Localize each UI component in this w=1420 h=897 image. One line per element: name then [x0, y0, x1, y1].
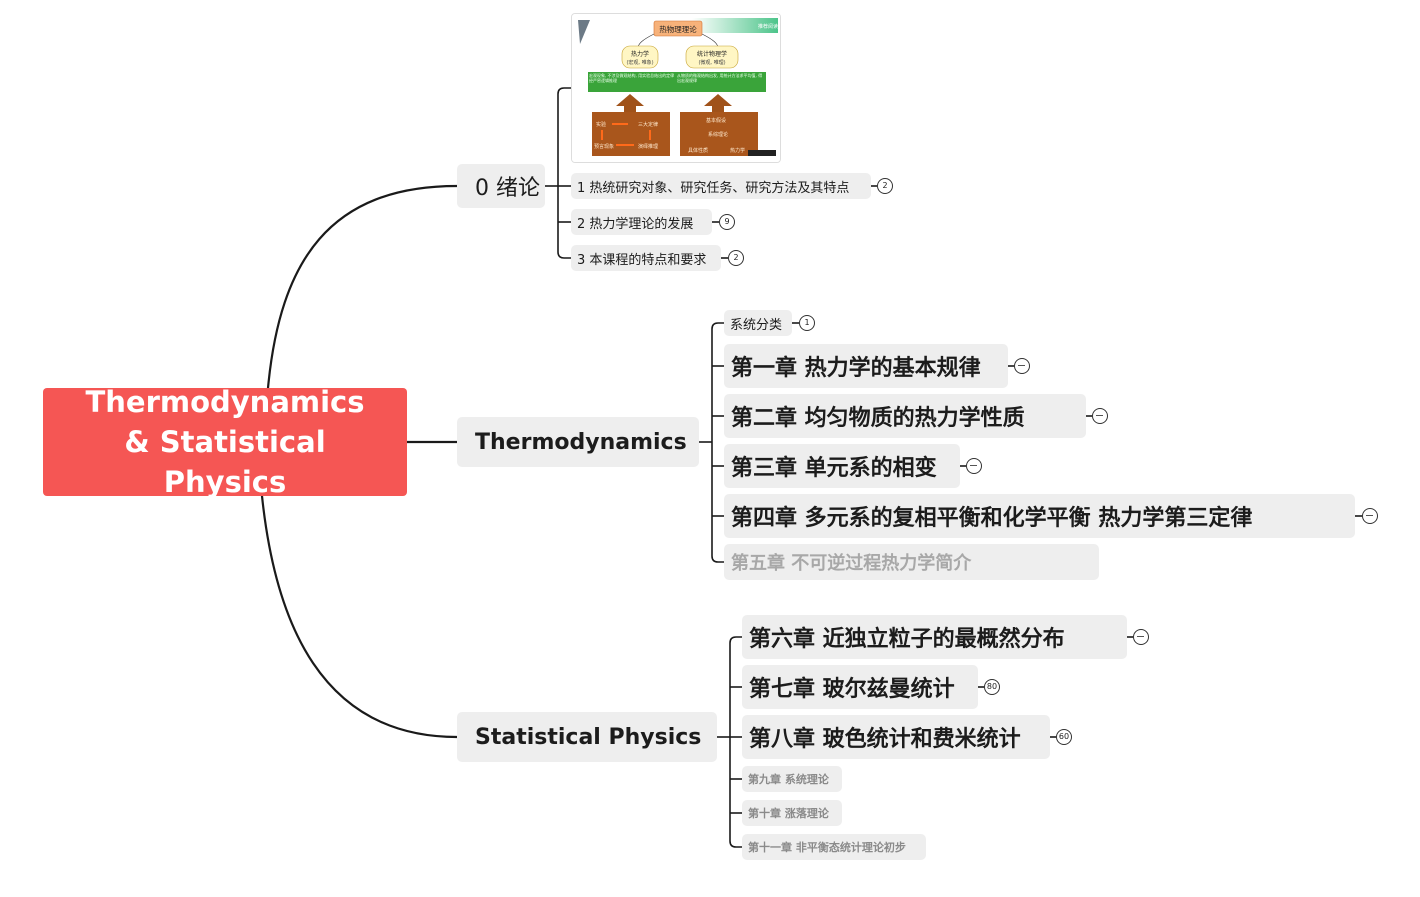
right-base-1: 基本假设	[706, 117, 726, 124]
stat-chapter-6-collapse-icon[interactable]	[1133, 629, 1149, 645]
thermo-chapter-4[interactable]: 第四章 多元系的复相平衡和化学平衡 热力学第三定律	[724, 494, 1355, 538]
intro-topic-3-label: 3 本课程的特点和要求	[577, 252, 707, 268]
intro-topic-1-label: 1 热统研究对象、研究任务、研究方法及其特点	[577, 180, 850, 196]
stat-chapter-6[interactable]: 第六章 近独立粒子的最概然分布	[742, 615, 1127, 659]
thermo-system-classification[interactable]: 系统分类	[724, 310, 792, 336]
root-topic[interactable]: Thermodynamics & Statistical Physics	[43, 385, 407, 499]
branch-statistical-physics[interactable]: Statistical Physics	[457, 712, 717, 762]
left-base-1: 实验	[596, 121, 606, 128]
left-node-name: 热力学	[631, 50, 649, 58]
thermo-chapter-2-collapse-icon[interactable]	[1092, 408, 1108, 424]
left-base-4: 演绎推理	[638, 143, 658, 150]
stat-chapter-8[interactable]: 第八章 玻色统计和费米统计	[742, 715, 1050, 759]
thermo-chapter-1-collapse-icon[interactable]	[1014, 358, 1030, 374]
branch-thermodynamics[interactable]: Thermodynamics	[457, 417, 699, 467]
stat-chapter-6-label: 第六章 近独立粒子的最概然分布	[749, 627, 1065, 652]
right-description: 从物质的微观结构出发, 用统计方法求平均值, 得出宏观规律	[677, 73, 763, 83]
root-title: Thermodynamics & Statistical Physics	[85, 385, 365, 499]
intro-topic-2[interactable]: 2 热力学理论的发展	[571, 209, 712, 235]
intro-topic-3-count-badge[interactable]: 2	[728, 250, 744, 266]
left-description: 宏观现象, 不涉及微观结构, 用实验总结出的定律经严密逻辑推理	[589, 73, 675, 83]
stat-chapter-7[interactable]: 第七章 玻尔兹曼统计	[742, 665, 978, 709]
thermo-system-classification-badge[interactable]: 1	[799, 315, 815, 331]
thermo-chapter-2[interactable]: 第二章 均匀物质的热力学性质	[724, 394, 1086, 438]
thermo-chapter-4-collapse-icon[interactable]	[1362, 508, 1378, 524]
thermo-chapter-3[interactable]: 第三章 单元系的相变	[724, 444, 960, 488]
stat-chapter-11-label: 第十一章 非平衡态统计理论初步	[748, 841, 906, 854]
branch-intro-label: 0 绪论	[475, 176, 540, 201]
image-title: 热物理理论	[659, 24, 697, 34]
stat-chapter-11[interactable]: 第十一章 非平衡态统计理论初步	[742, 834, 926, 860]
right-base-3: 具体性质	[688, 147, 708, 154]
thermo-chapter-3-collapse-icon[interactable]	[966, 458, 982, 474]
stat-chapter-10-label: 第十章 涨落理论	[748, 807, 829, 820]
intro-topic-2-count-badge[interactable]: 9	[719, 214, 735, 230]
thermo-chapter-5[interactable]: 第五章 不可逆过程热力学简介	[724, 544, 1099, 580]
thermo-chapter-4-label: 第四章 多元系的复相平衡和化学平衡 热力学第三定律	[731, 506, 1253, 531]
thermo-system-classification-label: 系统分类	[730, 317, 783, 333]
corner-label: 推荐阅读	[758, 23, 778, 30]
stat-chapter-9[interactable]: 第九章 系统理论	[742, 766, 842, 792]
intro-topic-3[interactable]: 3 本课程的特点和要求	[571, 245, 721, 271]
thermo-chapter-1[interactable]: 第一章 热力学的基本规律	[724, 344, 1008, 388]
branch-thermodynamics-label: Thermodynamics	[475, 429, 687, 455]
right-base-4: 热力学	[730, 147, 745, 154]
thermo-chapter-2-label: 第二章 均匀物质的热力学性质	[731, 406, 1025, 431]
theory-diagram-image: 推荐阅读 热物理理论 热力学 (宏观, 唯象) 统计物理学 (微观, 唯理) 宏…	[572, 14, 780, 162]
thermo-chapter-5-label: 第五章 不可逆过程热力学简介	[731, 553, 972, 574]
thermo-chapter-3-label: 第三章 单元系的相变	[731, 456, 937, 481]
stat-chapter-10[interactable]: 第十章 涨落理论	[742, 800, 842, 826]
stat-chapter-8-label: 第八章 玻色统计和费米统计	[749, 727, 1021, 752]
branch-intro[interactable]: 0 绪论	[457, 164, 545, 208]
right-node-name: 统计物理学	[697, 50, 727, 58]
intro-topic-2-label: 2 热力学理论的发展	[577, 216, 694, 232]
intro-topic-1[interactable]: 1 热统研究对象、研究任务、研究方法及其特点	[571, 173, 871, 199]
stat-chapter-7-label: 第七章 玻尔兹曼统计	[749, 677, 955, 702]
thermo-chapter-1-label: 第一章 热力学的基本规律	[731, 356, 981, 381]
stat-chapter-7-count-badge[interactable]: 80	[984, 679, 1000, 695]
branch-statistical-physics-label: Statistical Physics	[475, 724, 702, 750]
intro-topic-1-count-badge[interactable]: 2	[877, 178, 893, 194]
left-base-2: 三大定律	[638, 121, 658, 128]
stat-chapter-9-label: 第九章 系统理论	[748, 773, 829, 786]
stat-chapter-8-count-badge[interactable]: 60	[1056, 729, 1072, 745]
right-node-note: (微观, 唯理)	[698, 59, 725, 66]
intro-image[interactable]: 推荐阅读 热物理理论 热力学 (宏观, 唯象) 统计物理学 (微观, 唯理) 宏…	[571, 13, 781, 163]
left-base-3: 预言现象	[594, 143, 614, 150]
right-base-2: 系综理论	[708, 131, 728, 138]
left-node-note: (宏观, 唯象)	[626, 59, 653, 66]
